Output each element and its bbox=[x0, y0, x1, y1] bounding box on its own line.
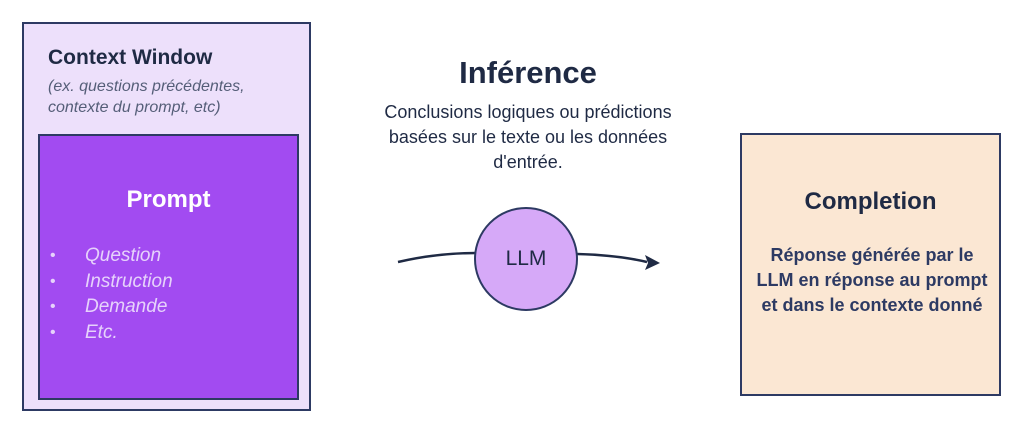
prompt-list: • Question • Instruction • Demande • Etc. bbox=[50, 243, 173, 345]
context-window-title: Context Window bbox=[48, 46, 213, 69]
bullet-icon: • bbox=[50, 298, 56, 315]
completion-box: Completion Réponse générée par le LLM en… bbox=[740, 133, 1001, 396]
inference-title: Inférence bbox=[459, 55, 597, 90]
completion-description: Réponse générée par le LLM en réponse au… bbox=[756, 245, 988, 315]
prompt-item-label: Demande bbox=[85, 296, 168, 317]
llm-label: LLM bbox=[505, 247, 547, 270]
context-window-subtitle: (ex. questions précédentes, contexte du … bbox=[48, 78, 245, 116]
context-window-box: Context Window (ex. questions précédente… bbox=[22, 22, 311, 411]
list-item: • Instruction bbox=[50, 269, 173, 295]
bullet-icon: • bbox=[50, 247, 56, 264]
list-item: • Etc. bbox=[50, 320, 173, 346]
bullet-icon: • bbox=[50, 323, 56, 341]
prompt-box: Prompt • Question • Instruction • Demande •… bbox=[38, 134, 299, 400]
arrowhead-icon bbox=[645, 255, 660, 270]
list-item: • Demande bbox=[50, 294, 173, 320]
flow-arrow-in bbox=[397, 251, 477, 264]
prompt-item-label: Etc. bbox=[85, 321, 118, 343]
list-item: • Question bbox=[50, 243, 173, 269]
prompt-title: Prompt bbox=[126, 186, 211, 213]
prompt-item-label: Question bbox=[85, 245, 162, 266]
llm-node: LLM bbox=[474, 207, 578, 311]
bullet-icon: • bbox=[50, 272, 56, 290]
completion-title: Completion bbox=[804, 188, 937, 215]
prompt-item-label: Instruction bbox=[85, 270, 173, 292]
flow-arrow-out bbox=[576, 252, 648, 264]
inference-description: Conclusions logiques ou prédictions basé… bbox=[384, 102, 672, 172]
